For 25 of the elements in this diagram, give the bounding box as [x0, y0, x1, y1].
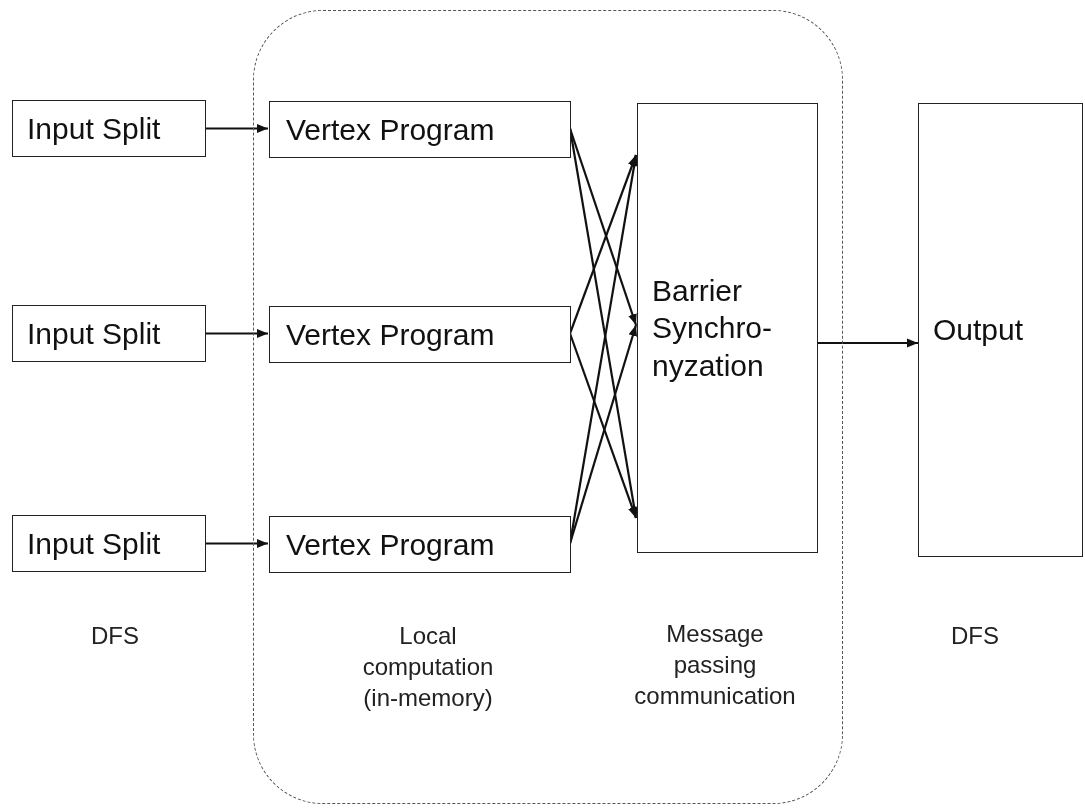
column-caption: Message passing communication	[633, 619, 797, 712]
box-label: Vertex Program	[286, 111, 495, 148]
process-box	[12, 305, 206, 362]
process-box	[918, 103, 1083, 557]
arrow	[206, 539, 268, 548]
process-box	[269, 306, 571, 363]
dashed-group-frame	[253, 10, 843, 804]
box-label: Barrier Synchro- nyzation	[652, 272, 774, 384]
column-caption: Local computation (in-memory)	[361, 621, 495, 714]
column-caption: DFS	[90, 621, 140, 651]
box-label: Input Split	[27, 315, 161, 352]
column-caption: DFS	[950, 621, 1000, 651]
process-box	[637, 103, 818, 553]
box-label: Output	[933, 312, 1024, 349]
process-box	[269, 516, 571, 573]
process-box	[12, 100, 206, 157]
process-box	[269, 101, 571, 158]
box-label: Vertex Program	[286, 316, 495, 353]
box-label: Input Split	[27, 110, 161, 147]
arrow	[817, 338, 918, 348]
process-box	[12, 515, 206, 572]
arrow	[206, 124, 268, 133]
box-label: Input Split	[27, 525, 161, 562]
box-label: Vertex Program	[286, 526, 495, 563]
arrow	[206, 329, 268, 338]
